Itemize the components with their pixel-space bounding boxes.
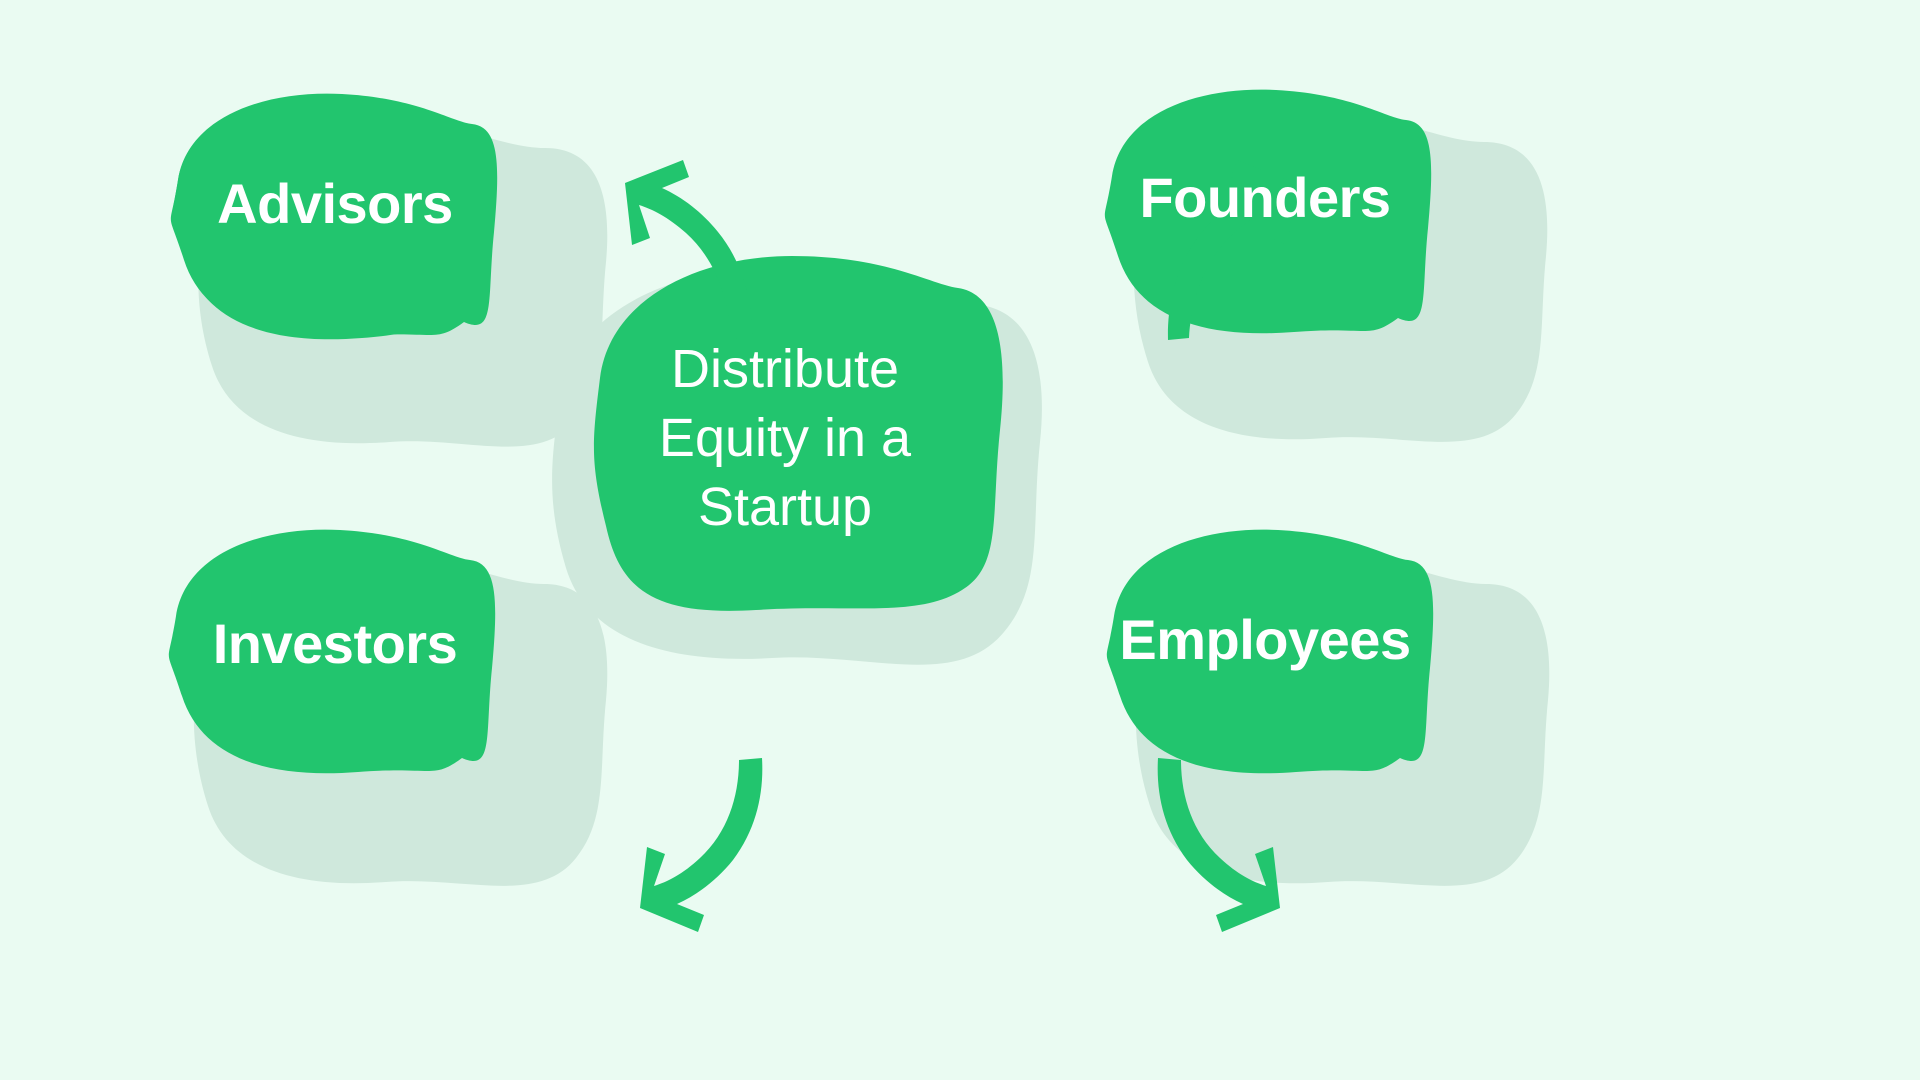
employees-node-blob[interactable] <box>1106 529 1434 774</box>
investors-node-blob[interactable] <box>168 529 496 774</box>
arrow-center-to-employees[interactable] <box>1157 758 1280 932</box>
advisors-node-blob-body[interactable] <box>170 93 498 338</box>
founders-node-blob[interactable] <box>1104 89 1432 334</box>
arrow-center-to-founders[interactable] <box>1167 160 1295 340</box>
arrow-center-to-investors[interactable] <box>640 758 763 932</box>
connector-arrows <box>625 160 1295 932</box>
center-node-blob[interactable] <box>593 256 1003 611</box>
arrow-center-to-advisors[interactable] <box>625 160 753 340</box>
